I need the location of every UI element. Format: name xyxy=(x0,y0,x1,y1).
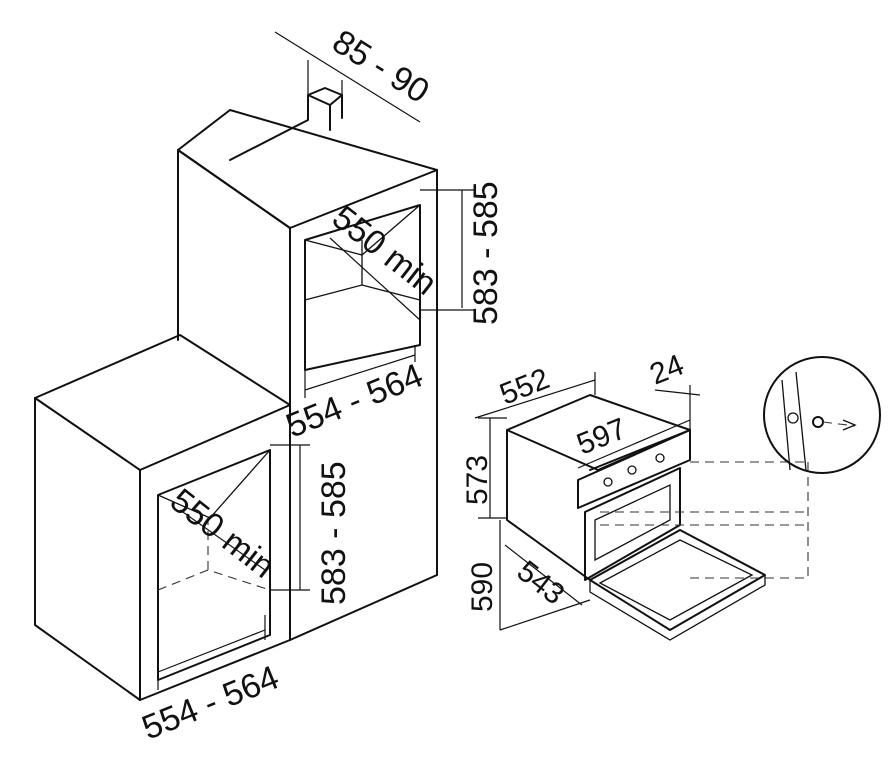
fixing-detail xyxy=(763,356,881,474)
dimension-lines xyxy=(157,31,701,690)
label-oven-total-height: 590 xyxy=(466,562,499,612)
upper-cabinet xyxy=(177,87,438,641)
label-oven-body-depth: 543 xyxy=(511,555,571,612)
label-oven-front-thickness: 24 xyxy=(645,348,688,391)
label-oven-depth: 552 xyxy=(495,362,554,411)
label-upper-height: 583 - 585 xyxy=(467,181,505,325)
label-lower-inner-depth: 550 min xyxy=(163,481,282,585)
dimension-labels: 85 - 90 550 min 583 - 585 554 - 564 550 … xyxy=(137,23,689,748)
projection-lines xyxy=(600,461,809,579)
label-upper-width: 554 - 564 xyxy=(281,356,428,445)
lower-cabinet xyxy=(34,334,291,701)
label-lower-height: 583 - 585 xyxy=(315,461,353,605)
label-oven-width: 597 xyxy=(572,412,631,461)
label-oven-body-height: 573 xyxy=(461,455,494,505)
